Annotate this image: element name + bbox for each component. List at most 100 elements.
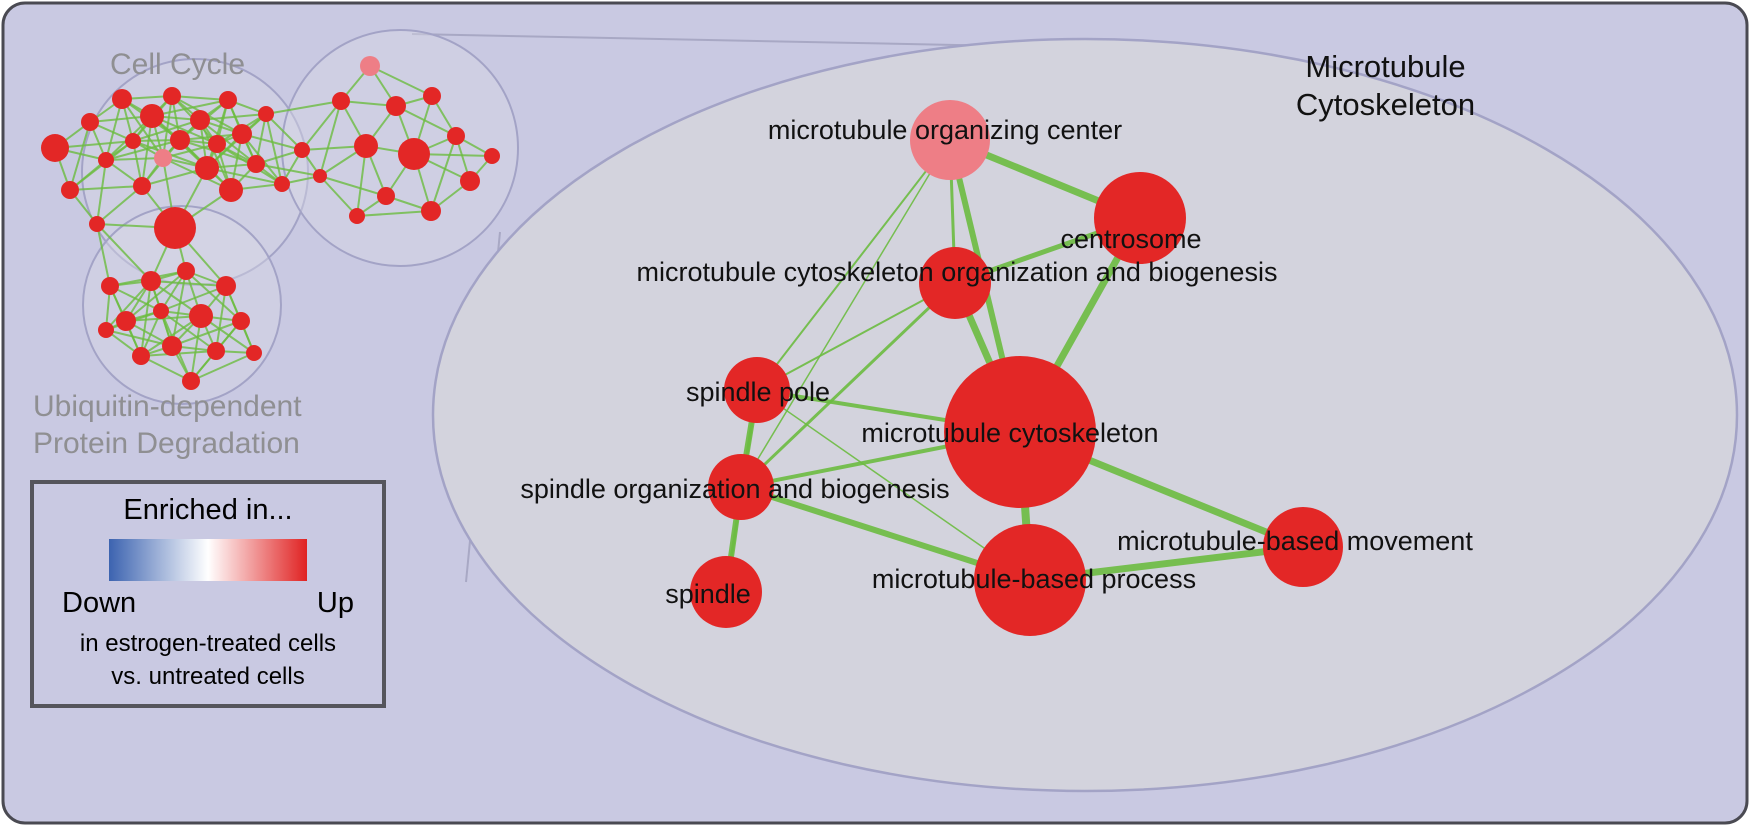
legend-title: Enriched in...: [123, 494, 293, 526]
overview-node: [189, 304, 213, 328]
overview-edge: [171, 95, 229, 101]
overview-edge: [319, 175, 387, 197]
overview-node: [447, 127, 465, 145]
main-node-moc: [910, 100, 990, 180]
overview-edge: [199, 119, 232, 191]
overview-node: [219, 91, 237, 109]
overview-node: [232, 312, 250, 330]
main-node-label-mb_movement: microtubule-based movement: [1117, 526, 1473, 556]
cluster-title-microtubule: Microtubule Cytoskeleton: [1283, 48, 1488, 124]
main-edge-moc-spindle_org: [740, 139, 951, 488]
overview-node: [294, 142, 310, 158]
cluster-title-ubiquitin: Ubiquitin-dependent Protein Degradation: [33, 388, 302, 462]
overview-node: [386, 96, 406, 116]
overview-edge: [171, 320, 242, 347]
cluster-title-microtubule-line2: Cytoskeleton: [1295, 87, 1476, 122]
main-node-label-mb_process: microtubule-based process: [872, 564, 1196, 594]
overview-node: [133, 177, 151, 195]
cluster-title-microtubule-line1: Microtubule: [1305, 49, 1466, 84]
overview-node: [247, 155, 265, 173]
overview-edge: [96, 159, 107, 225]
overview-edge: [160, 285, 227, 312]
overview-edge: [105, 139, 181, 161]
main-node-label-spindle_pole: spindle pole: [686, 377, 830, 407]
overview-node: [162, 336, 182, 356]
overview-node: [360, 56, 380, 76]
overview-node: [98, 322, 114, 338]
overview-edge: [265, 113, 283, 185]
overview-node: [132, 347, 150, 365]
legend-box: Enriched in... Down Up in estrogen-treat…: [30, 480, 386, 708]
overview-node: [141, 271, 161, 291]
overview-node: [274, 176, 290, 192]
overview-node: [112, 89, 132, 109]
overview-node: [246, 345, 262, 361]
overview-node: [101, 277, 119, 295]
main-node-spindle_org: [708, 454, 774, 520]
main-node-label-spindle: spindle: [665, 579, 751, 609]
zoom-connector-line-0: [411, 33, 1006, 47]
overview-node: [116, 311, 136, 331]
overview-edge: [150, 280, 227, 287]
legend-endpoint-labels: Down Up: [62, 587, 354, 620]
overview-edge: [265, 100, 342, 115]
overview-node: [182, 372, 200, 390]
overview-edge: [255, 163, 321, 177]
overview-edge: [356, 210, 432, 217]
overview-node: [421, 201, 441, 221]
overview-node: [190, 110, 210, 130]
overview-node: [61, 181, 79, 199]
overview-node: [398, 138, 430, 170]
main-node-label-spindle_org: spindle organization and biogenesis: [520, 474, 949, 504]
overview-edge: [96, 185, 143, 225]
overview-edge: [185, 270, 242, 322]
overview-edge: [190, 352, 255, 382]
legend-up-label: Up: [316, 587, 354, 619]
main-edge-mt_org_bio-spindle_org: [739, 281, 957, 489]
main-node-mt_org_bio: [919, 247, 991, 319]
overview-edge: [96, 223, 152, 282]
overview-node: [423, 87, 441, 105]
main-node-label-moc: microtubule organizing center: [768, 115, 1122, 145]
overview-node: [219, 178, 243, 202]
main-node-mb_process: [974, 524, 1086, 636]
overview-edge: [140, 355, 192, 382]
overview-node: [140, 104, 164, 128]
legend-caption-line2: vs. untreated cells: [111, 663, 305, 690]
overview-node: [81, 113, 99, 131]
overview-edge: [369, 65, 433, 97]
overview-node: [484, 148, 500, 164]
main-node-label-mt_cytoskeleton: microtubule cytoskeleton: [861, 418, 1158, 448]
overview-edge: [265, 113, 303, 151]
main-node-centrosome: [1094, 172, 1186, 264]
overview-node: [377, 187, 395, 205]
overview-edge: [199, 113, 267, 121]
main-edge-moc-spindle_pole: [756, 139, 951, 391]
overview-node: [258, 106, 274, 122]
overview-edge: [105, 98, 123, 161]
overview-node: [89, 216, 105, 232]
main-node-mt_cytoskeleton: [944, 356, 1096, 508]
overview-edge: [215, 285, 227, 352]
overview-edge: [105, 280, 152, 331]
overview-edge: [69, 185, 143, 191]
legend-down-label: Down: [62, 587, 137, 619]
main-node-label-centrosome: centrosome: [1060, 224, 1201, 254]
main-node-spindle: [690, 556, 762, 628]
cluster-title-ubiquitin-line1: Ubiquitin-dependent: [33, 390, 302, 423]
overview-node: [216, 276, 236, 296]
main-node-mb_movement: [1263, 507, 1343, 587]
legend-caption-line1: in estrogen-treated cells: [79, 630, 337, 657]
overview-edge: [319, 175, 358, 217]
overview-edge: [140, 280, 152, 357]
overview-edge: [171, 270, 187, 347]
overview-edge: [162, 95, 173, 159]
overview-node: [195, 156, 219, 180]
overview-node: [460, 171, 480, 191]
overview-node: [125, 133, 141, 149]
overview-edge: [96, 223, 111, 287]
overview-node: [98, 152, 114, 168]
overview-edge: [430, 135, 457, 212]
cluster-title-ubiquitin-line2: Protein Degradation: [33, 427, 300, 460]
